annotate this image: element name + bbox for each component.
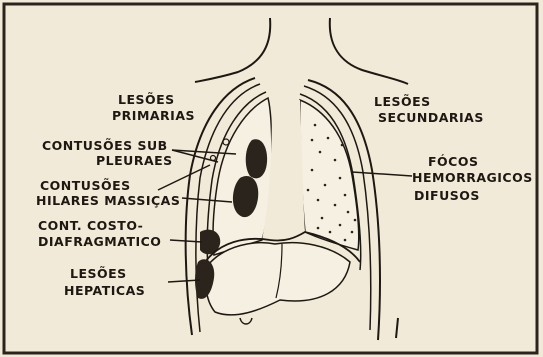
label-lesoes-secundarias: LESÕES SECUNDARIAS — [374, 94, 484, 125]
right-lung — [300, 100, 359, 250]
right-edge-tick — [396, 318, 398, 338]
label-contusoes-subpleurais: CONTUSÕES SUB PLEURAES — [42, 138, 173, 168]
liver — [206, 243, 350, 315]
neck-outline-left — [195, 18, 270, 82]
label-focos-hemorragicos: FÓCOS HEMORRAGICOS DIFUSOS — [412, 154, 538, 203]
label-cont-costo-diafragmatico: CONT. COSTO- DIAFRAGMATICO — [38, 218, 161, 249]
label-lesoes-hepaticas: LESÕES HEPATICAS — [64, 266, 145, 298]
leader-hilar-1 — [158, 165, 210, 190]
label-contusoes-hilares: CONTUSÕES HILARES MASSIÇAS — [36, 178, 180, 208]
leader-focos — [352, 172, 412, 176]
subpleural-contusion — [246, 139, 267, 178]
neck-outline-right — [330, 18, 408, 84]
left-lung — [213, 98, 272, 255]
small-lesion-dot — [223, 139, 229, 145]
leader-costo — [170, 240, 202, 242]
liver-tip — [240, 318, 252, 324]
label-lesoes-primarias: LESÕES PRIMARIAS — [112, 92, 195, 123]
